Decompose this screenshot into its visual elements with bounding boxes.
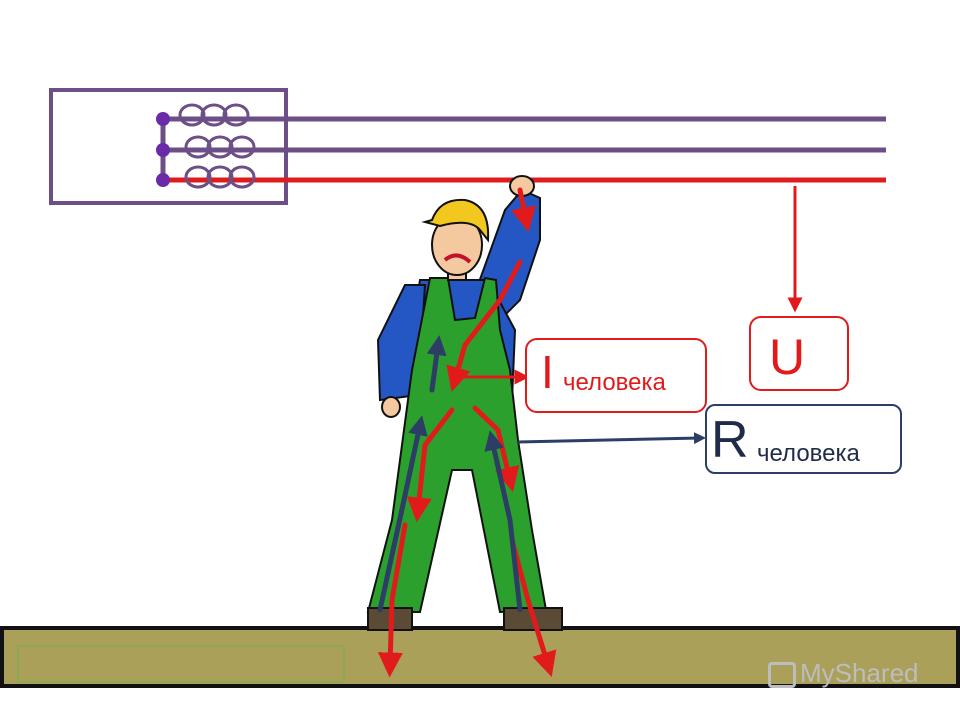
current-subscript: человека (563, 369, 666, 396)
return-arrows (377, 335, 523, 613)
resistance-pointer (517, 432, 706, 445)
node-dot (156, 173, 170, 187)
presentation-icon (768, 662, 796, 689)
resistance-subscript: человека (757, 440, 860, 467)
transformer-box (49, 88, 288, 205)
watermark: MyShared (768, 658, 919, 689)
left-hand (381, 396, 401, 418)
voltage-symbol: U (769, 329, 806, 385)
resistance-label-box: R человека (705, 404, 902, 474)
transformer-coil-icon (178, 103, 256, 189)
voltage-label-box: U (749, 316, 849, 391)
ground (0, 626, 960, 688)
current-label-box: I человека (525, 338, 707, 413)
mouth (443, 253, 472, 264)
watermark-text: MyShared (800, 658, 919, 688)
node-dot (156, 112, 170, 126)
resistance-symbol: R (711, 411, 749, 469)
current-symbol: I (541, 346, 554, 398)
current-arrows (377, 187, 557, 678)
node-dot (156, 143, 170, 157)
ground-inset (17, 645, 345, 683)
helmet-icon (421, 198, 490, 243)
overalls (366, 276, 548, 614)
